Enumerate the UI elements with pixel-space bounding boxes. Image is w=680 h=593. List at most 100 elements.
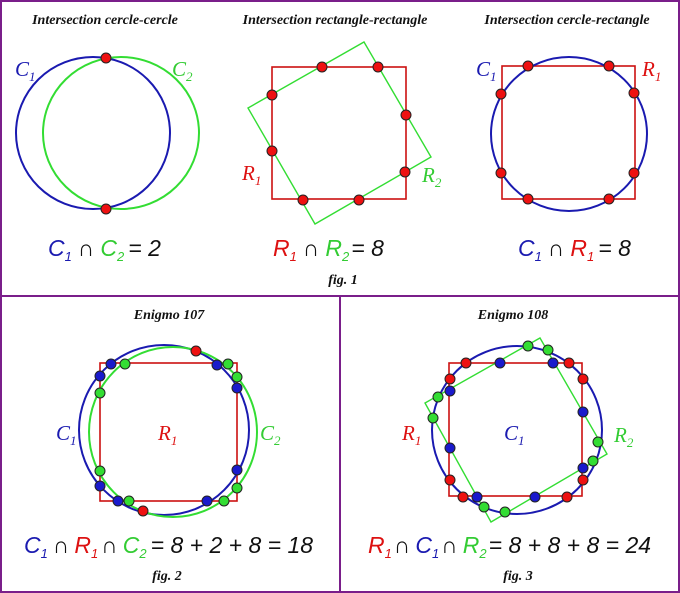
intersection-point — [499, 506, 511, 518]
intersection-point — [190, 345, 202, 357]
equation: C1∩C2= 2 — [48, 235, 161, 264]
rectangle-r1 — [99, 362, 238, 502]
intersection-point — [603, 60, 615, 72]
label-r2: R2 — [613, 423, 634, 450]
figure-caption: fig. 2 — [152, 569, 182, 584]
figure-caption: fig. 1 — [328, 273, 358, 288]
intersection-point — [495, 88, 507, 100]
intersection-point — [628, 167, 640, 179]
circle-c2 — [88, 346, 258, 518]
equation: C1∩R1= 8 — [518, 235, 631, 264]
c1-r1-intersections — [444, 357, 589, 503]
label-c1: C1 — [476, 57, 497, 84]
intersection-point — [266, 145, 278, 157]
label-c2: C2 — [172, 57, 193, 84]
rectangle-r1 — [271, 66, 407, 200]
circle-c1 — [15, 56, 171, 210]
intersection-point — [100, 203, 112, 215]
figure-caption: fig. 3 — [503, 569, 533, 584]
intersection-point — [563, 357, 575, 369]
intersection-points — [100, 52, 112, 215]
intersection-point — [137, 505, 149, 517]
intersection-point — [231, 371, 243, 383]
circle-c1 — [78, 344, 250, 516]
panel-circle-rectangle: Intersection cercle-rectangle C1 R1 C1∩R… — [476, 13, 661, 264]
circle-c2 — [42, 56, 200, 210]
label-c1: C1 — [56, 421, 77, 448]
panel-title: Enigmo 107 — [133, 308, 205, 323]
intersection-point — [297, 194, 309, 206]
intersection-point — [587, 455, 599, 467]
intersection-point — [529, 491, 541, 503]
circle-c1 — [490, 56, 648, 212]
intersection-point — [94, 387, 106, 399]
c1-r2-intersections — [427, 340, 604, 518]
equation: C1∩R1∩C2= 8 + 2 + 8 = 18 — [24, 532, 313, 561]
intersection-point — [266, 89, 278, 101]
intersection-point — [592, 436, 604, 448]
intersection-point — [427, 412, 439, 424]
rectangle-r1 — [501, 65, 636, 200]
intersection-point — [399, 166, 411, 178]
label-r1: R1 — [241, 161, 261, 188]
intersection-point — [123, 495, 135, 507]
intersection-point — [400, 109, 412, 121]
label-c1: C1 — [504, 421, 525, 448]
intersection-points — [266, 61, 412, 206]
intersection-point — [112, 495, 124, 507]
intersection-point — [628, 87, 640, 99]
intersection-point — [577, 373, 589, 385]
intersection-points — [495, 60, 640, 205]
intersection-point — [222, 358, 234, 370]
c1-c2-intersections — [137, 345, 202, 517]
intersection-point — [460, 357, 472, 369]
rectangle-r2 — [247, 41, 432, 225]
intersection-point — [119, 358, 131, 370]
intersection-point — [231, 382, 243, 394]
panel-title: Intersection rectangle-rectangle — [242, 13, 428, 28]
intersection-point — [478, 501, 490, 513]
label-r2: R2 — [421, 163, 442, 190]
intersection-point — [561, 491, 573, 503]
intersection-point — [316, 61, 328, 73]
intersection-point — [471, 491, 483, 503]
intersection-point — [494, 357, 506, 369]
intersection-point — [94, 465, 106, 477]
intersection-point — [201, 495, 213, 507]
label-c1: C1 — [15, 57, 36, 84]
intersection-point — [522, 193, 534, 205]
panel-enigmo-107: Enigmo 107 C1 R1 C2 C1∩R1∩C2= 8 + 2 + 8 … — [24, 308, 313, 584]
intersection-point — [211, 359, 223, 371]
intersection-point — [522, 340, 534, 352]
panel-title: Intersection cercle-cercle — [31, 13, 178, 28]
r1-r2-intersections — [444, 357, 589, 503]
panel-rectangle-rectangle: Intersection rectangle-rectangle R1 R2 R… — [241, 13, 442, 288]
panel-title: Enigmo 108 — [477, 308, 548, 323]
panel-enigmo-108: Enigmo 108 R1 C1 R2 R1∩C1∩R2= 8 + 8 + 8 … — [368, 308, 651, 584]
equation: R1∩R2= 8 — [273, 235, 384, 264]
intersection-point — [444, 385, 456, 397]
rectangle-r1 — [448, 362, 583, 497]
circle-c1 — [431, 345, 603, 515]
intersection-point — [457, 491, 469, 503]
intersection-point — [577, 462, 589, 474]
equation: R1∩C1∩R2= 8 + 8 + 8 = 24 — [368, 532, 651, 561]
intersection-point — [94, 370, 106, 382]
intersection-point — [577, 474, 589, 486]
panel-circle-circle: Intersection cercle-cercle C1 C2 C1∩C2= … — [15, 13, 200, 264]
label-r1: R1 — [401, 421, 421, 448]
intersection-point — [542, 344, 554, 356]
intersection-point — [444, 442, 456, 454]
c2-r1-intersections — [94, 358, 243, 507]
label-c2: C2 — [260, 421, 281, 448]
intersection-point — [231, 464, 243, 476]
intersection-point — [547, 357, 559, 369]
label-r1: R1 — [157, 421, 177, 448]
intersection-point — [495, 167, 507, 179]
panel-title: Intersection cercle-rectangle — [483, 13, 649, 28]
intersection-point — [444, 474, 456, 486]
intersection-point — [218, 495, 230, 507]
intersection-point — [231, 482, 243, 494]
intersection-point — [432, 391, 444, 403]
